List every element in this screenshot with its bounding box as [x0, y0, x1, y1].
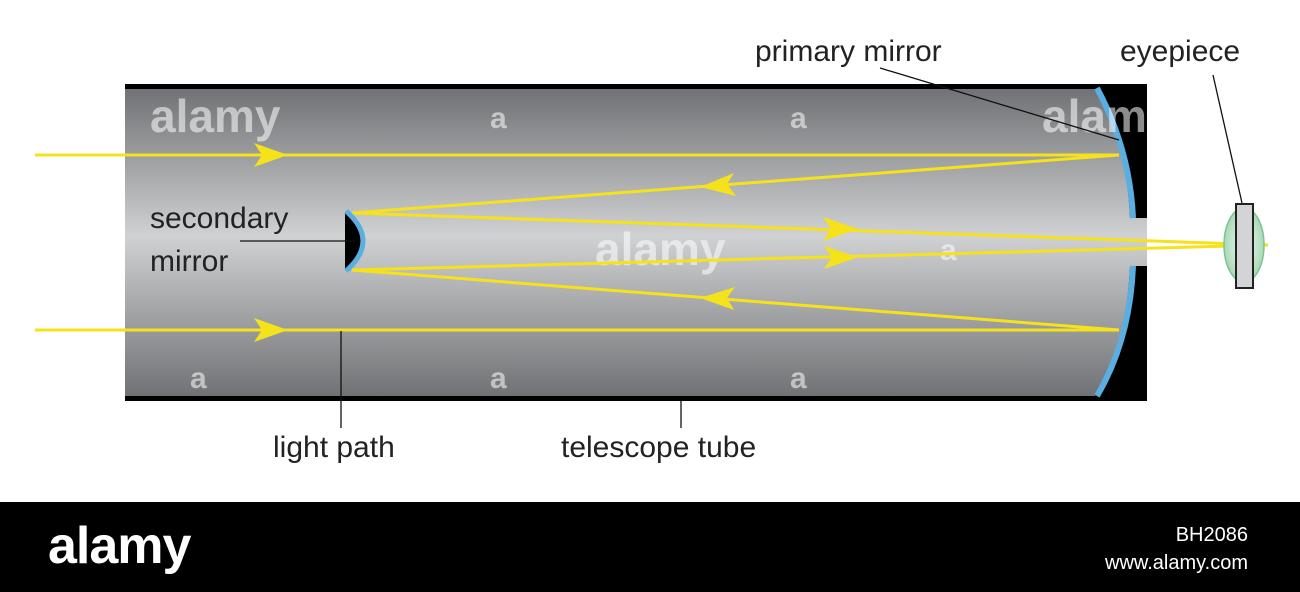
label-primary-mirror: primary mirror	[755, 35, 942, 68]
watermark-logo-2: alamy	[595, 223, 726, 275]
tube-bottom-wall	[125, 396, 1147, 401]
converging-ray-upper	[351, 211, 1269, 247]
watermark-logo-3: alamy	[1042, 90, 1173, 142]
tube-back-cap-upper	[1093, 86, 1147, 218]
arrow-reflected-bottom	[700, 287, 735, 310]
light-rays	[35, 153, 1269, 332]
watermark-overlay: alamy alamy alamy a a a a a a	[150, 90, 1173, 395]
arrow-converging-upper	[823, 217, 858, 241]
tube-back-cap-lower	[1093, 266, 1147, 399]
footer-brand-logo: alamy	[48, 517, 191, 575]
telescope-diagram: alamy alamy alamy a a a a a a	[35, 35, 1269, 464]
label-eyepiece: eyepiece	[1120, 35, 1240, 68]
primary-mirror-upper	[1094, 86, 1136, 219]
watermark-mark-4: a	[190, 362, 207, 395]
arrow-reflected-top	[700, 173, 736, 196]
arrow-incoming-bottom	[254, 318, 288, 342]
watermark-mark-3: a	[940, 234, 957, 267]
eyepiece-barrel	[1235, 203, 1254, 289]
footer-url: www.alamy.com	[1105, 552, 1248, 574]
watermark-mark-1: a	[490, 102, 507, 135]
arrow-incoming-top	[254, 143, 288, 167]
leader-primary-mirror	[879, 67, 1120, 141]
watermark-mark-6: a	[790, 362, 807, 395]
watermark-mark-2: a	[790, 102, 807, 135]
eyepiece	[1223, 203, 1265, 289]
watermark-logo-1: alamy	[150, 90, 281, 142]
telescope-tube-body	[125, 86, 1147, 399]
label-telescope-tube: telescope tube	[561, 431, 756, 464]
watermark-mark-5: a	[490, 362, 507, 395]
leader-eyepiece	[1212, 74, 1243, 204]
label-light-path: light path	[273, 431, 395, 464]
converging-ray-lower	[351, 243, 1269, 272]
watermark-footer: alamy BH2086 www.alamy.com	[0, 502, 1300, 592]
arrow-converging-lower	[824, 246, 858, 269]
leader-lines	[240, 67, 1243, 428]
reflected-ray-top	[351, 153, 1120, 215]
footer-image-id: BH2086	[1175, 524, 1248, 546]
label-secondary-mirror-line2: mirror	[150, 245, 228, 278]
label-secondary-mirror-line1: secondary	[150, 202, 288, 235]
tube-top-wall	[125, 84, 1147, 89]
secondary-mirror-surface	[344, 209, 366, 273]
primary-mirror-lower	[1094, 265, 1136, 398]
reflected-ray-bottom	[351, 268, 1120, 332]
ray-arrows	[254, 143, 858, 342]
